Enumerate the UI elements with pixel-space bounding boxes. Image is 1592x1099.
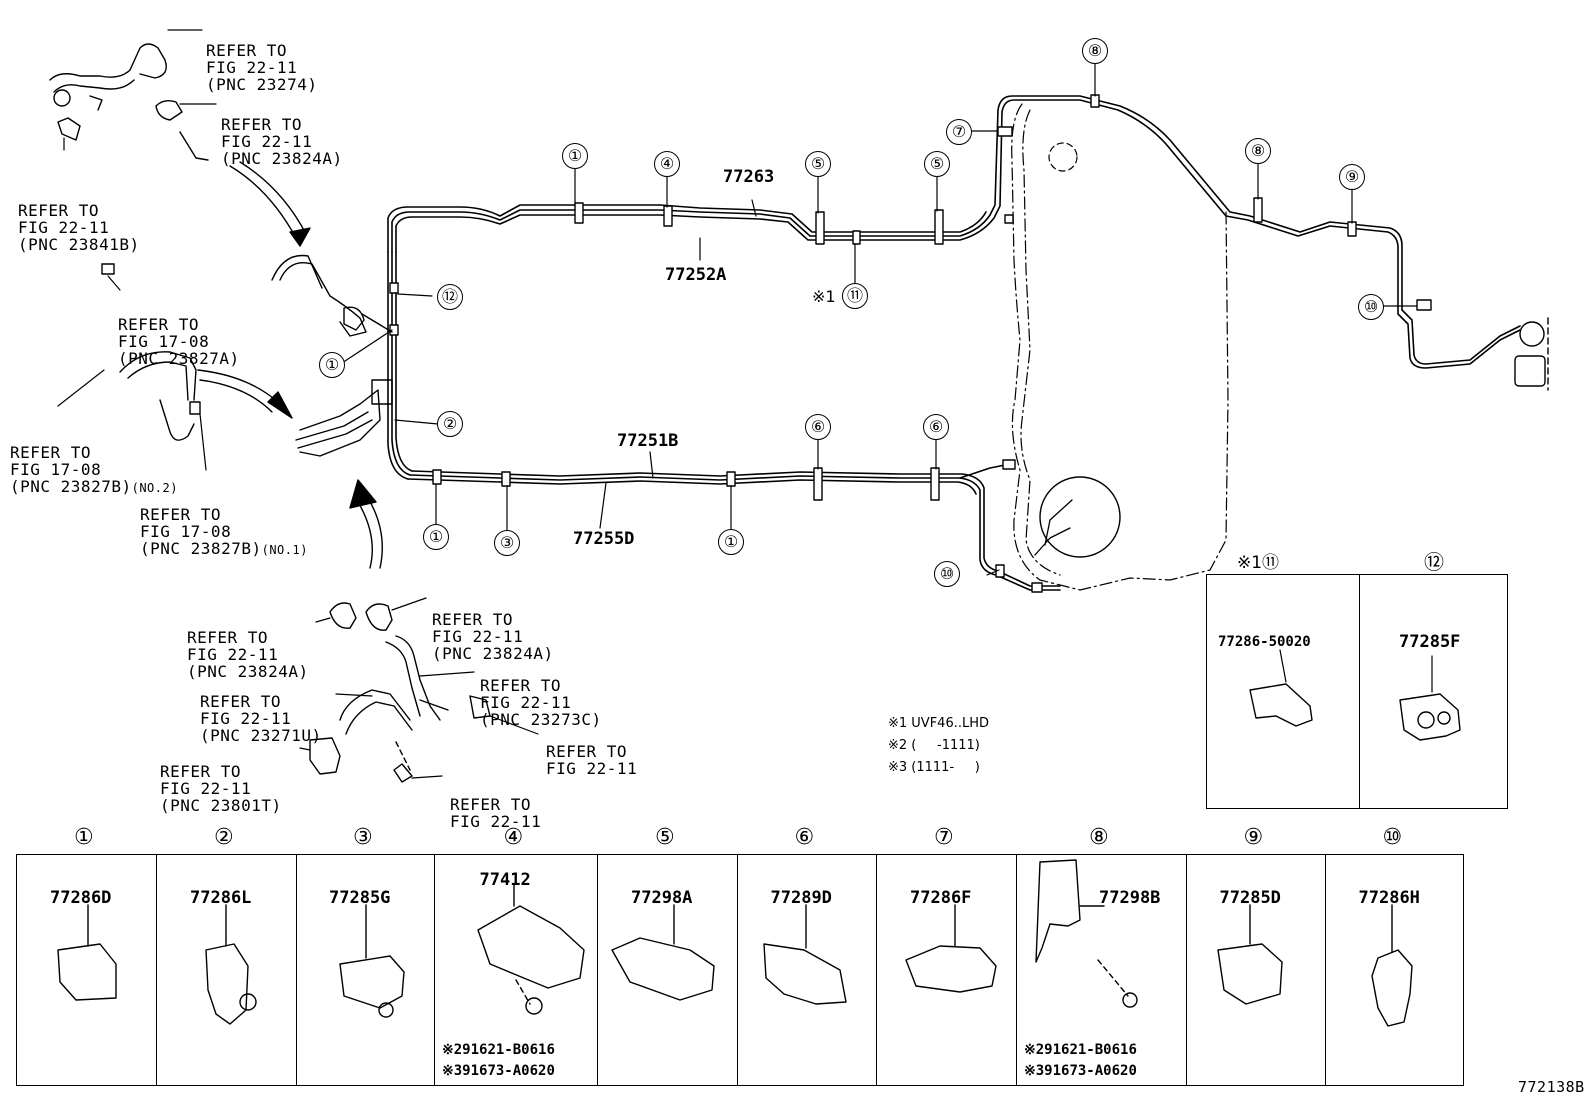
right-end-connector	[1514, 317, 1549, 391]
table-sketches	[57, 859, 1413, 1027]
marker-5b: ⑤	[924, 151, 950, 177]
marker-4: ④	[654, 151, 680, 177]
parts-table-part-number: 77286D	[50, 888, 112, 908]
parts-table-index: ⑨	[1243, 825, 1264, 850]
parts-table-part-number: 77412	[479, 870, 531, 890]
marker-5a: ⑤	[805, 151, 831, 177]
marker-8b: ⑧	[1245, 138, 1271, 164]
marker-12: ⑫	[437, 284, 463, 310]
tube-clamps	[389, 94, 1432, 593]
lower-tube-assembly	[407, 464, 1061, 591]
parts-table-divider	[876, 854, 877, 1086]
inset-12-part: 77285F	[1399, 632, 1461, 652]
marker-11: ⑪	[842, 283, 868, 309]
left-part-sketches	[49, 43, 393, 569]
parts-table-divider	[737, 854, 738, 1086]
inset-divider	[1359, 574, 1360, 809]
parts-table-divider	[296, 854, 297, 1086]
marker-1c: ①	[423, 524, 449, 550]
parts-table-part-number: 77298A	[631, 888, 693, 908]
marker-6b: ⑥	[923, 414, 949, 440]
parts-table-divider	[1325, 854, 1326, 1086]
parts-table-divider	[1016, 854, 1017, 1086]
marker-6a: ⑥	[805, 414, 831, 440]
parts-table-index: ④	[503, 825, 524, 850]
marker-3: ③	[494, 530, 520, 556]
upper-tube-assembly	[387, 95, 1521, 369]
parts-table-index: ③	[353, 825, 373, 850]
inset-12-header: ⑫	[1424, 550, 1444, 574]
parts-table-part-number: 77298B	[1099, 888, 1161, 908]
parts-table-frame	[16, 854, 1464, 1086]
bottom-left-sketches	[309, 602, 491, 783]
note-2: ※2 ( -1111)	[888, 738, 980, 753]
inset-11-part: 77286-50020	[1218, 634, 1311, 650]
marker-leaders	[341, 63, 1418, 576]
parts-table-divider	[1186, 854, 1187, 1086]
inset-leaders	[1279, 649, 1433, 693]
parts-table-divider	[434, 854, 435, 1086]
ref-leaders	[57, 29, 539, 779]
tank-pump-circle	[1039, 476, 1121, 558]
marker-8a: ⑧	[1082, 38, 1108, 64]
parts-table-bolt-number: ※291621-B0616	[442, 1042, 555, 1058]
parts-table-divider	[156, 854, 157, 1086]
tube-77263: 77263	[723, 167, 775, 187]
marker-1b: ①	[319, 352, 345, 378]
parts-table-index: ②	[214, 825, 234, 850]
parts-table-index: ⑥	[794, 825, 815, 850]
parts-table-bolt-number: ※391673-A0620	[442, 1063, 555, 1079]
note-1: ※1 UVF46..LHD	[888, 716, 990, 731]
note-ref-11: ※1	[812, 287, 836, 306]
parts-table-index: ⑤	[655, 825, 675, 850]
parts-table-part-number: 77286L	[190, 888, 252, 908]
parts-table-part-number: 77286H	[1358, 888, 1420, 908]
parts-table-part-number: 77285G	[329, 888, 391, 908]
tube-77255d: 77255D	[573, 529, 635, 549]
parts-table-part-number: 77289D	[770, 888, 832, 908]
parts-table-part-number: 77286F	[910, 888, 972, 908]
tube-77252a: 77252A	[665, 265, 727, 285]
tank-fill-circle	[1048, 142, 1078, 172]
tank-outline	[1011, 103, 1229, 591]
marker-10a: ⑩	[1358, 294, 1384, 320]
inset-box	[1206, 574, 1508, 809]
marker-7: ⑦	[946, 119, 972, 145]
marker-1d: ①	[718, 529, 744, 555]
marker-2: ②	[437, 411, 463, 437]
marker-1a: ①	[562, 143, 588, 169]
note-3: ※3 (1111- )	[888, 760, 980, 775]
inset-11-header: ※1⑪	[1237, 553, 1280, 573]
figure-code: 772138B	[1518, 1078, 1585, 1096]
parts-table-index: ①	[74, 825, 94, 850]
parts-table-index: ⑧	[1089, 825, 1109, 850]
notes: ※1 UVF46..LHD ※2 ( -1111) ※3 (1111- )	[888, 713, 989, 779]
marker-10b: ⑩	[934, 561, 960, 587]
parts-table-part-number: 77285D	[1219, 888, 1281, 908]
marker-9: ⑨	[1339, 164, 1365, 190]
parts-table-index: ⑦	[934, 825, 954, 850]
tube-77251b: 77251B	[617, 431, 679, 451]
inset-sketches	[1249, 683, 1461, 741]
parts-table-bolt-number: ※391673-A0620	[1024, 1063, 1137, 1079]
parts-table-divider	[597, 854, 598, 1086]
left-vertical-tubes	[387, 251, 413, 480]
parts-table-index: ⑩	[1382, 825, 1403, 850]
parts-table-bolt-number: ※291621-B0616	[1024, 1042, 1137, 1058]
